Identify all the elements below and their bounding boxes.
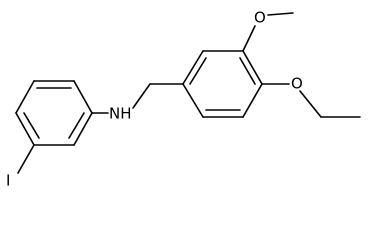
methoxy-oxygen-label: O — [254, 9, 266, 27]
double-bond-inner — [189, 57, 207, 85]
bond — [242, 50, 263, 85]
ethoxy-oxygen-label: O — [291, 75, 303, 93]
bond — [73, 112, 93, 146]
molecule-diagram: I NH O O — [6, 9, 361, 190]
bond-c-i — [17, 144, 35, 174]
bond — [73, 80, 93, 114]
bond — [182, 50, 204, 85]
double-bond-inner — [239, 57, 256, 85]
bond — [15, 112, 35, 146]
bond-n-ch2 — [132, 83, 151, 109]
iodine-label: I — [6, 172, 10, 190]
bond — [242, 83, 263, 118]
bond-o-ch3 — [267, 12, 294, 16]
bond-o-ch2 — [299, 90, 322, 118]
double-bond-inner — [68, 112, 85, 139]
bond-c-o-methoxy — [242, 25, 256, 52]
bond — [15, 80, 35, 114]
amine-nh-label: NH — [109, 105, 132, 123]
bond — [182, 83, 204, 118]
dialkoxyphenyl-ring — [182, 50, 263, 118]
iodophenyl-ring — [15, 80, 93, 146]
double-bond-inner — [23, 112, 40, 139]
